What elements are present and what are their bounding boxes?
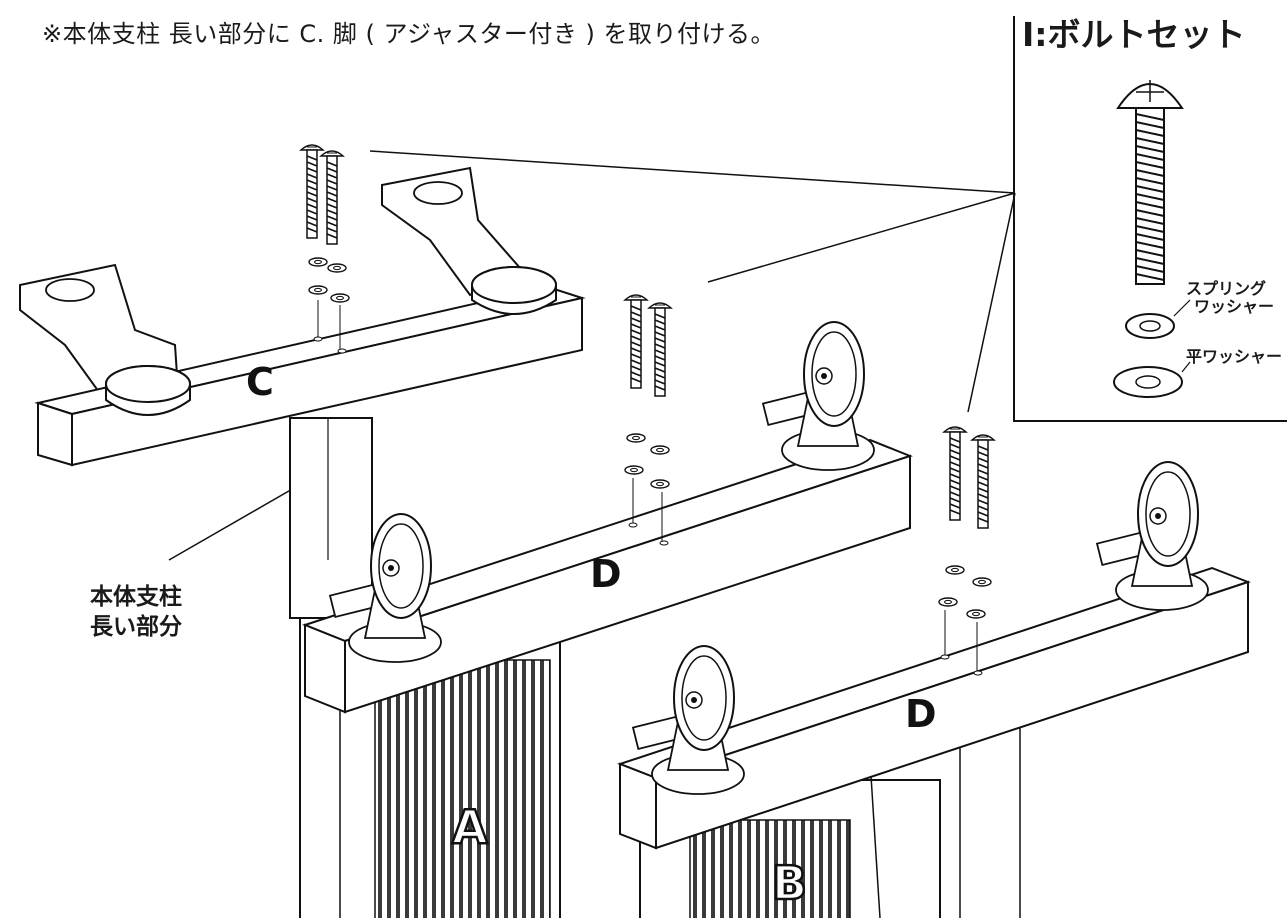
bolt-set-panel [1013, 16, 1287, 422]
bolt-set-title: I:ボルトセット [1018, 8, 1250, 56]
main-post-label-line1: 本体支柱 [90, 584, 182, 610]
main-post-label-line2: 長い部分 [90, 614, 182, 640]
part-letter-c: C [246, 360, 274, 404]
spring-washer-label-line1: スプリング [1186, 279, 1267, 298]
leg-c [19, 166, 586, 467]
spring-washer-label-line2: ワッシャー [1194, 297, 1275, 316]
flat-washer-label: 平ワッシャー [1186, 347, 1283, 366]
part-letter-d-middle: D [590, 552, 622, 596]
part-letter-b: B [771, 855, 809, 912]
part-letter-d-right: D [905, 692, 937, 736]
instruction-text: ※本体支柱 長い部分に C. 脚 ( アジャスター付き ) を取り付ける。 [42, 20, 775, 48]
main-post-label: 本体支柱 長い部分 [90, 582, 182, 642]
part-letter-a: A [451, 799, 489, 856]
bolt-detail [1113, 80, 1191, 398]
spring-washer-label: スプリング ワッシャー [1186, 280, 1274, 316]
